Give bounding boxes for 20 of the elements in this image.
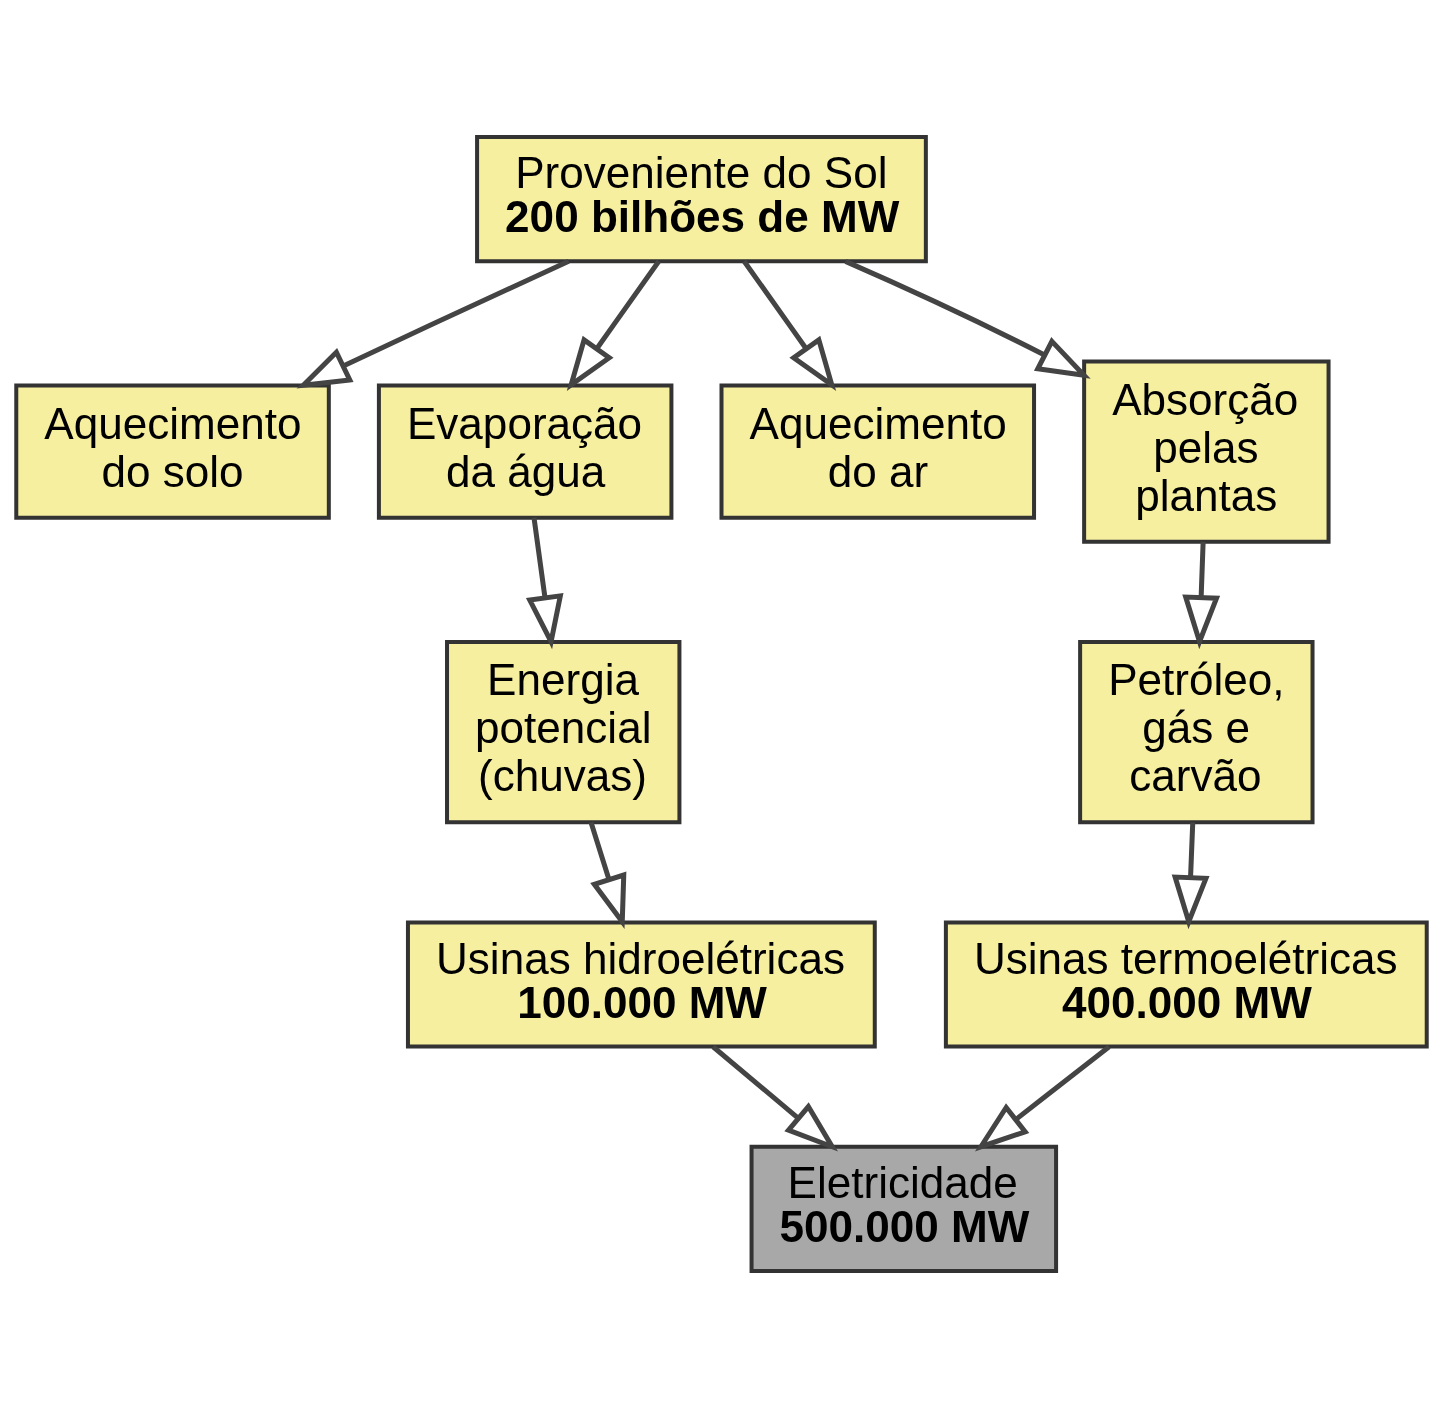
node-box: Usinas hidroelétricas 100.000 MW xyxy=(405,920,877,1049)
arrow xyxy=(566,259,661,391)
node-box: Aquecimento do solo xyxy=(14,383,331,520)
node-box: Absorção pelas plantas xyxy=(1082,359,1331,544)
node-box: Usinas termoelétricas 400.000 MW xyxy=(943,920,1429,1049)
arrow xyxy=(1171,822,1210,930)
arrow xyxy=(742,259,837,391)
arrow xyxy=(844,259,1091,379)
node-box: Evaporação da água xyxy=(376,383,674,520)
arrow xyxy=(525,517,564,650)
arrow xyxy=(974,1044,1111,1152)
node-box: Proveniente do Sol 200 bilhões de MW xyxy=(475,135,928,264)
arrow xyxy=(711,1044,838,1152)
arrow xyxy=(588,821,627,929)
node-box: Petróleo, gás e carvão xyxy=(1078,639,1315,825)
arrow xyxy=(1182,541,1221,650)
arrow xyxy=(296,259,570,389)
node-box: Aquecimento do ar xyxy=(719,383,1037,520)
node-box: Energia potencial (chuvas) xyxy=(445,639,682,825)
node-box: Eletricidade 500.000 MW xyxy=(749,1144,1059,1273)
